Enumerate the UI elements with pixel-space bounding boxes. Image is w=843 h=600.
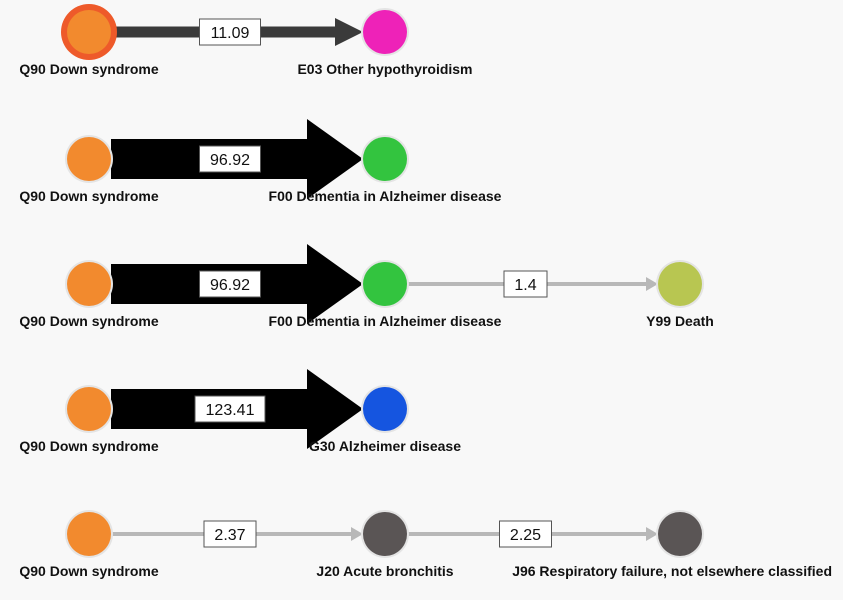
edge-value-box [199, 145, 261, 173]
node-label: Q90 Down syndrome [19, 438, 158, 454]
node-circle [363, 137, 407, 181]
node-label: G30 Alzheimer disease [309, 438, 461, 454]
edge-arrowhead [646, 527, 658, 541]
node-circle [363, 512, 407, 556]
node-circle [658, 512, 702, 556]
edge-arrow: 2.37 [111, 520, 363, 548]
node-circle [67, 387, 111, 431]
edge-value-label: 123.41 [206, 402, 255, 419]
node-label: J20 Acute bronchitis [316, 563, 453, 579]
disease-node: Q90 Down syndrome [19, 135, 159, 204]
disease-node: F00 Dementia in Alzheimer disease [269, 135, 502, 204]
disease-node: E03 Other hypothyroidism [297, 8, 473, 77]
edge-arrowhead [335, 18, 363, 46]
edge-arrow: 96.92 [111, 244, 363, 324]
edge-arrow: 123.41 [111, 369, 363, 449]
disease-node: Q90 Down syndrome [19, 510, 159, 579]
edge-value-box [499, 520, 552, 548]
node-circle [658, 262, 702, 306]
disease-node: Q90 Down syndrome [19, 260, 159, 329]
edge-value-box [203, 520, 257, 548]
node-circle [363, 262, 407, 306]
edge-value-label: 2.37 [214, 527, 245, 544]
edge-value-label: 1.4 [514, 277, 536, 294]
node-circle [67, 512, 111, 556]
edge-arrowhead [351, 527, 363, 541]
node-label: F00 Dementia in Alzheimer disease [269, 188, 502, 204]
edge-value-box [199, 270, 261, 298]
edge-arrow: 1.4 [407, 270, 658, 298]
edge-value-label: 2.25 [510, 527, 541, 544]
edge-arrow: 2.25 [407, 520, 658, 548]
node-circle [67, 262, 111, 306]
node-label: Q90 Down syndrome [19, 188, 158, 204]
edge-value-box [199, 18, 261, 46]
node-label: Q90 Down syndrome [19, 61, 158, 77]
edge-value-box [194, 395, 266, 423]
edge-arrowhead [307, 244, 363, 324]
node-label: F00 Dementia in Alzheimer disease [269, 313, 502, 329]
disease-node: J20 Acute bronchitis [316, 510, 454, 579]
node-circle [67, 10, 111, 54]
edge-arrowhead [307, 369, 363, 449]
disease-node: Q90 Down syndrome [19, 385, 159, 454]
edge-value-label: 96.92 [210, 152, 250, 169]
edge-arrow: 11.09 [111, 18, 363, 46]
node-circle [363, 10, 407, 54]
edge-value-box [503, 270, 548, 298]
disease-node: Q90 Down syndrome [19, 4, 159, 77]
node-label: Q90 Down syndrome [19, 313, 158, 329]
node-circle [363, 387, 407, 431]
edge-arrow: 96.92 [111, 119, 363, 199]
edge-arrowhead [646, 277, 658, 291]
disease-node: F00 Dementia in Alzheimer disease [269, 260, 502, 329]
edge-arrowhead [307, 119, 363, 199]
node-circle [67, 137, 111, 181]
node-label: E03 Other hypothyroidism [297, 61, 472, 77]
disease-node: J96 Respiratory failure, not elsewhere c… [512, 510, 832, 579]
edge-value-label: 96.92 [210, 277, 250, 294]
edge-value-label: 11.09 [211, 25, 250, 42]
disease-node: G30 Alzheimer disease [309, 385, 461, 454]
disease-node: Y99 Death [646, 260, 714, 329]
node-label: Q90 Down syndrome [19, 563, 158, 579]
node-label: J96 Respiratory failure, not elsewhere c… [512, 563, 832, 579]
node-label: Y99 Death [646, 313, 714, 329]
